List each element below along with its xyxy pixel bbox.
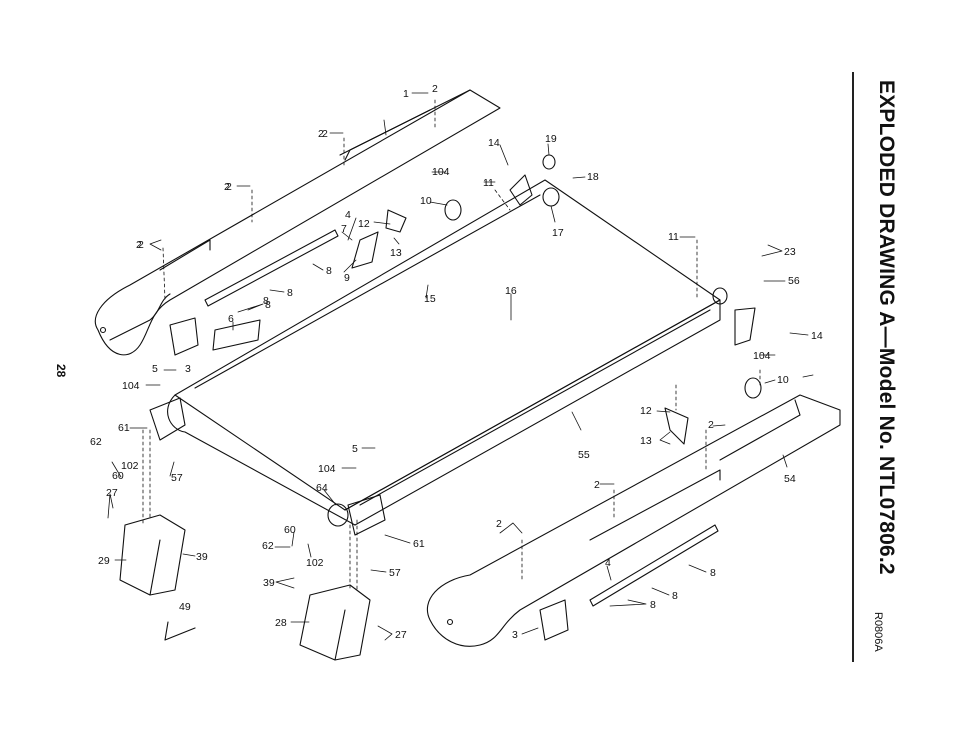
callout-3: 3 [185,363,191,375]
callout-5: 5 [152,363,158,375]
callout-64: 64 [316,482,328,494]
callout-8: 8 [650,599,656,611]
assembly-lines [142,99,761,591]
callout-2: 2 [136,239,142,251]
callout-104: 104 [122,380,140,392]
callout-9: 9 [344,272,350,284]
callout-61: 61 [118,422,130,434]
title-block: EXPLODED DRAWING A—Model No. NTL07806.2 [858,70,898,670]
callout-3: 3 [512,629,518,641]
callout-10: 10 [420,195,432,207]
parts-diagram: 1222222222233445567888888891010111112121… [90,83,841,661]
callout-11: 11 [668,231,679,243]
callout-8: 8 [265,299,271,311]
callout-8: 8 [672,590,678,602]
callout-8: 8 [263,295,269,307]
walking-belt [167,179,721,526]
callout-104: 104 [753,350,771,362]
callout-39: 39 [263,577,275,589]
callout-29: 29 [98,555,110,567]
callout-27: 27 [106,487,118,499]
callout-2: 2 [322,128,328,140]
callout-62: 62 [262,540,274,552]
callout-102: 102 [306,557,324,569]
callout-2: 2 [708,419,714,431]
leader-lines [107,92,814,641]
right-side-rail [426,394,841,647]
callout-8: 8 [710,567,716,579]
callout-27: 27 [395,629,407,641]
callout-2: 2 [226,181,232,193]
callout-2: 2 [138,239,144,251]
callout-8: 8 [326,265,332,277]
left-side-rail [94,89,501,356]
callout-60: 60 [284,524,296,536]
callout-12: 12 [358,218,370,230]
callout-labels: 1222222222233445567888888891010111112121… [90,83,823,641]
callout-19: 19 [545,133,557,145]
small-parts [169,199,762,641]
callout-102: 102 [121,460,139,472]
callout-104: 104 [432,166,450,178]
callout-7: 7 [341,223,347,235]
callout-11: 11 [483,177,494,189]
callout-13: 13 [390,247,402,259]
callout-61: 61 [413,538,425,550]
callout-57: 57 [389,567,401,579]
callout-16: 16 [505,285,517,297]
callout-8: 8 [287,287,293,299]
callout-6: 6 [228,313,234,325]
callout-104: 104 [318,463,336,475]
callout-18: 18 [587,171,599,183]
callout-62: 62 [90,436,102,448]
callout-4: 4 [345,209,351,221]
toothed-rails [204,229,719,607]
callout-49: 49 [179,601,191,613]
callout-10: 10 [777,374,789,386]
callout-2: 2 [432,83,438,95]
callout-14: 14 [488,137,500,149]
callout-1: 1 [403,88,409,100]
callout-55: 55 [578,449,590,461]
callout-60: 60 [112,470,124,482]
callout-39: 39 [196,551,208,563]
callout-2: 2 [224,181,230,193]
callout-2: 2 [594,479,600,491]
front-roller [149,287,728,536]
base-feet [119,514,371,661]
drawing-code: R0806A [872,612,884,652]
page-number: 28 [54,364,68,378]
callout-56: 56 [788,275,800,287]
drawing-title: EXPLODED DRAWING A—Model No. NTL07806.2 [875,80,898,575]
callout-23: 23 [784,246,796,258]
callout-12: 12 [640,405,652,417]
callout-54: 54 [784,473,796,485]
callout-14: 14 [811,330,823,342]
callout-28: 28 [275,617,287,629]
callout-2: 2 [318,128,324,140]
title-rule [852,72,854,662]
callout-2: 2 [496,518,502,530]
callout-13: 13 [640,435,652,447]
callout-4: 4 [605,557,611,569]
callout-5: 5 [352,443,358,455]
callout-15: 15 [424,293,436,305]
callout-57: 57 [171,472,183,484]
callout-17: 17 [552,227,564,239]
